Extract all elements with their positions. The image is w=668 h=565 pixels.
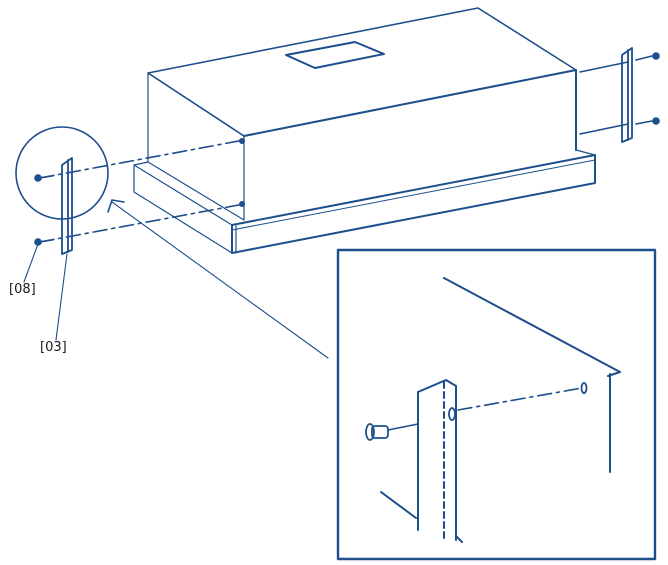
base-front-face (231, 154, 596, 254)
detail-alignment-line-a (387, 423, 419, 431)
detail-hood-edge (443, 277, 621, 377)
detail-alignment-line-b (457, 387, 583, 411)
detail-bracket-slot (448, 407, 456, 421)
base-top-edge (133, 161, 149, 166)
hood-body (147, 7, 577, 221)
part-label-screw: [08] (9, 282, 36, 297)
hole-marker-upper (239, 138, 246, 145)
top-vent-opening (285, 41, 385, 69)
leader-line-08 (23, 243, 39, 283)
hood-front-face (147, 72, 245, 221)
detail-bracket (417, 379, 457, 541)
alignment-line-upper (39, 139, 245, 179)
right-alignment-lines (579, 61, 629, 135)
part-label-bracket: [03] (40, 340, 67, 355)
hood-right-face (243, 69, 577, 151)
detail-target-hole (580, 382, 588, 394)
detail-base-edge (380, 491, 417, 519)
base-inner-top (231, 159, 596, 231)
detail-inset-frame (336, 248, 657, 561)
detail-pointer-arrow (107, 199, 125, 213)
alignment-lines-left (39, 139, 245, 243)
leader-line-03 (55, 253, 68, 341)
hole-marker-lower (239, 201, 246, 208)
hood-top-face (147, 7, 577, 137)
detail-inset-content (365, 277, 621, 543)
detail-screw-icon (365, 423, 389, 441)
right-mounting-bracket (621, 47, 633, 143)
base-frame (133, 149, 596, 254)
mounting-bracket-icon (61, 157, 73, 255)
detail-bracket-foot (455, 535, 463, 543)
screw-icon (34, 174, 53, 246)
detail-pointer-line (111, 201, 329, 359)
right-screw-icon (635, 52, 660, 125)
base-back-edge (575, 149, 596, 156)
